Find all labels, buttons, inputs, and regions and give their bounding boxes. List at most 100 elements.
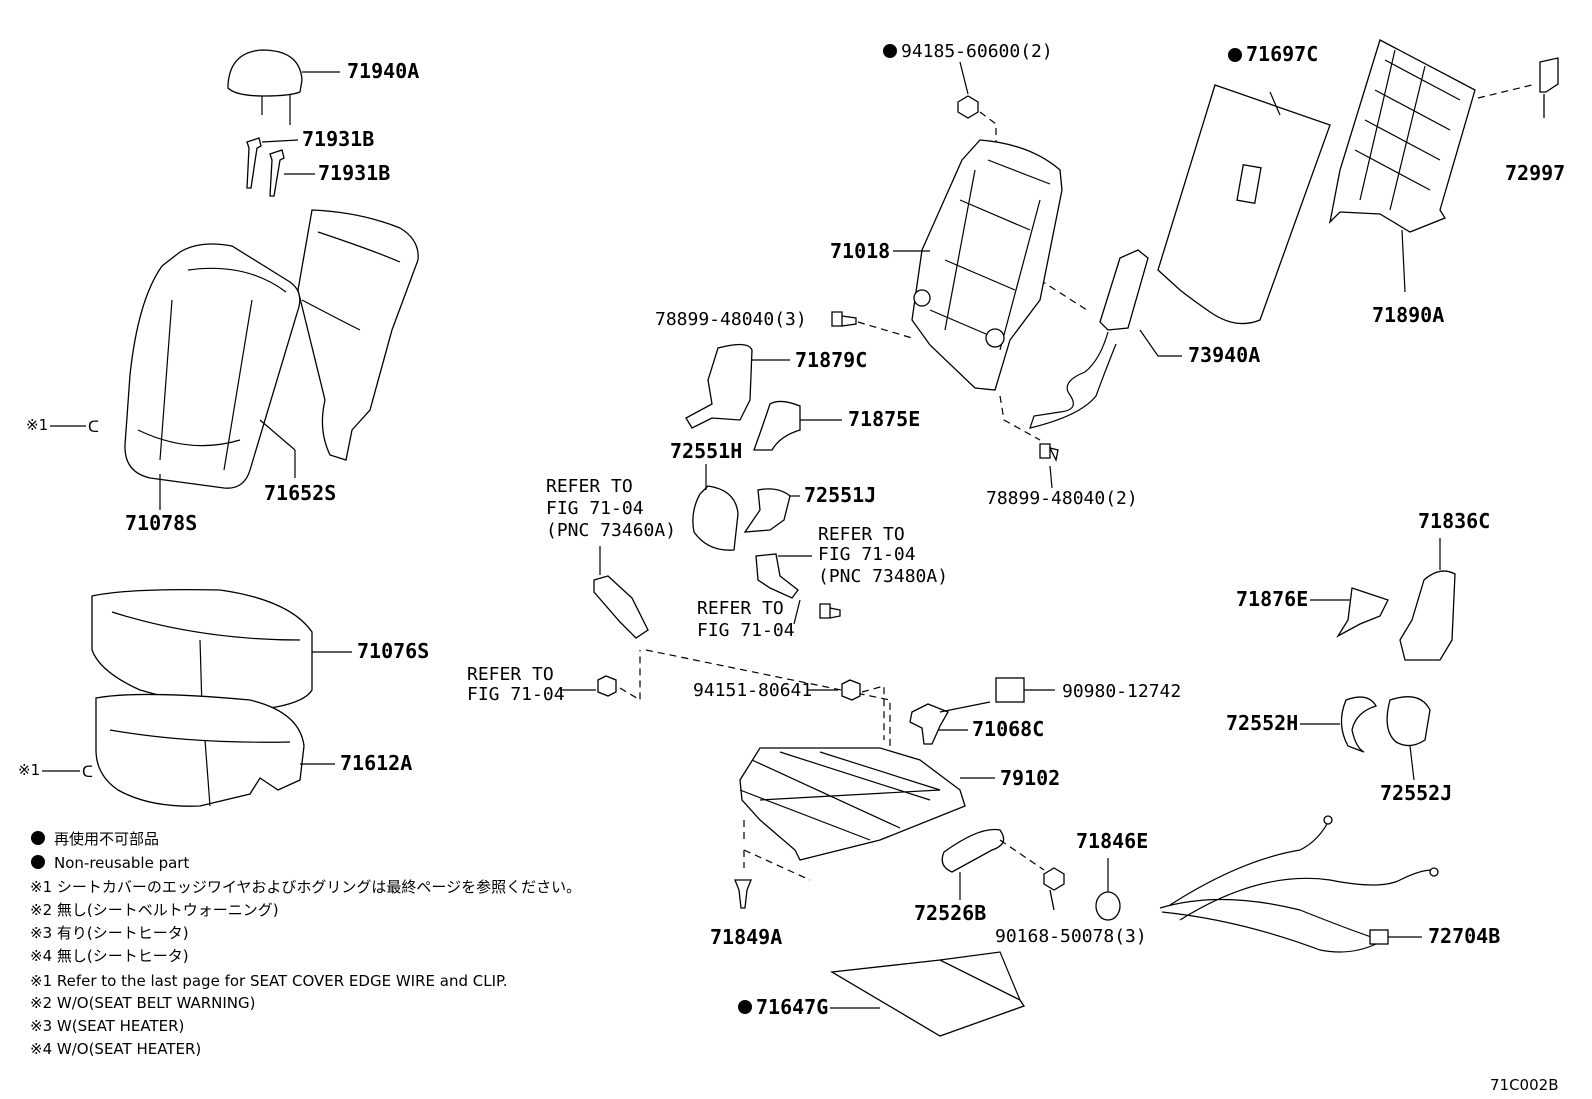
seatback-pad-drawing [259, 209, 419, 478]
part-label-71697C[interactable]: 71697C [1246, 42, 1318, 66]
part-label-79102[interactable]: 79102 [1000, 766, 1060, 790]
seat-cushion-pad-drawing [95, 693, 335, 807]
part-label-71076S[interactable]: 71076S [357, 639, 429, 663]
refer-note-1-line1[interactable]: REFER TO [546, 476, 633, 497]
clip-icon: ᑕ [82, 763, 93, 781]
part-label-71018[interactable]: 71018 [830, 239, 890, 263]
seat-belt-buckle-drawing [593, 575, 649, 639]
part-label-78899-48040-3[interactable]: 78899-48040(3) [655, 309, 807, 330]
seat-release-handle-drawing [1539, 57, 1559, 118]
part-label-90168-50078-3[interactable]: 90168-50078(3) [995, 926, 1147, 947]
part-label-71849A[interactable]: 71849A [710, 925, 782, 949]
refer-note-3-line1[interactable]: REFER TO [697, 598, 784, 619]
clip-drawing [734, 879, 752, 909]
back-board-drawing [1157, 84, 1331, 325]
seat-belt-buckle-2-drawing [755, 553, 799, 599]
seat-cushion-cover-drawing [91, 588, 352, 713]
part-label-90980-12742[interactable]: 90980-12742 [1062, 681, 1181, 702]
adjuster-handle-drawing [941, 828, 1005, 873]
bolt-drawing [831, 311, 857, 327]
refer-note-3-line2[interactable]: FIG 71-04 [697, 620, 795, 641]
headrest-drawing [227, 49, 340, 125]
part-label-71647G[interactable]: 71647G [756, 995, 828, 1019]
part-label-71836C[interactable]: 71836C [1418, 509, 1490, 533]
bolt-drawing [1039, 443, 1059, 462]
seatback-cover-drawing [124, 243, 301, 510]
nut-drawing [597, 675, 617, 697]
legend-non-reusable-ja: 再使用不可部品 [54, 830, 159, 848]
refer-note-4-line1[interactable]: REFER TO [467, 664, 554, 685]
non-reusable-dot-icon [31, 831, 45, 845]
part-label-71846E[interactable]: 71846E [1076, 829, 1148, 853]
note-marker-1-lower: ※1 [18, 761, 40, 779]
part-label-78899-48040-2[interactable]: 78899-48040(2) [986, 488, 1138, 509]
headrest-support-drawing [246, 137, 315, 197]
non-reusable-dot-icon [883, 44, 897, 58]
legend-note1-ja: ※1 シートカバーのエッジワイヤおよびホグリングは最終ページを参照ください。 [30, 878, 581, 896]
part-label-72551H[interactable]: 72551H [670, 439, 742, 463]
part-label-71875E[interactable]: 71875E [848, 407, 920, 431]
bolt-drawing [1043, 867, 1065, 911]
heater-harness-drawing [1029, 249, 1149, 429]
non-reusable-dot-icon [1228, 48, 1242, 62]
nut-drawing [841, 679, 861, 701]
non-reusable-dot-icon [31, 855, 45, 869]
part-label-73940A[interactable]: 73940A [1188, 343, 1260, 367]
release-cable-drawing [1159, 815, 1439, 953]
recliner-cover-inner-drawing [743, 488, 791, 533]
nut-drawing [957, 95, 979, 119]
side-cover-drawing [685, 343, 753, 429]
refer-note-2-line3[interactable]: (PNC 73480A) [818, 566, 948, 587]
part-label-71931B-lower[interactable]: 71931B [318, 161, 390, 185]
inner-cover-drawing [1340, 696, 1377, 753]
part-label-71931B-upper[interactable]: 71931B [302, 127, 374, 151]
note-marker-1-upper: ※1 [26, 416, 48, 434]
seatback-frame-drawing [911, 139, 1063, 391]
part-label-71879C[interactable]: 71879C [795, 348, 867, 372]
shield-bracket-drawing [1336, 587, 1389, 638]
diagram-code: 71C002B [1490, 1076, 1558, 1094]
non-reusable-dot-icon [738, 1000, 752, 1014]
connector-drawing [995, 677, 1025, 703]
part-label-71612A[interactable]: 71612A [340, 751, 412, 775]
clip-icon: ᑕ [88, 418, 99, 436]
outer-cover-drawing [1386, 696, 1431, 747]
refer-note-2-line1[interactable]: REFER TO [818, 524, 905, 545]
part-label-71068C[interactable]: 71068C [972, 717, 1044, 741]
seatback-panel-drawing [1328, 39, 1476, 233]
legend-non-reusable-en: Non-reusable part [54, 854, 189, 872]
part-label-72551J[interactable]: 72551J [804, 483, 876, 507]
side-cover-inner-drawing [753, 400, 801, 451]
recliner-cover-drawing [692, 485, 739, 551]
legend-note1-en: ※1 Refer to the last page for SEAT COVER… [30, 972, 507, 990]
part-label-71940A[interactable]: 71940A [347, 59, 419, 83]
refer-note-1-line3[interactable]: (PNC 73460A) [546, 520, 676, 541]
legend-note2-en: ※2 W/O(SEAT BELT WARNING) [30, 994, 255, 1012]
legend-note3-en: ※3 W(SEAT HEATER) [30, 1017, 184, 1035]
legend-note2-ja: ※2 無し(シートベルトウォーニング) [30, 901, 279, 919]
refer-note-2-line2[interactable]: FIG 71-04 [818, 544, 916, 565]
seat-adjuster-drawing [739, 747, 966, 861]
bolt-drawing [819, 603, 841, 619]
part-label-72552H[interactable]: 72552H [1226, 711, 1298, 735]
part-label-71876E[interactable]: 71876E [1236, 587, 1308, 611]
legend-note3-ja: ※3 有り(シートヒータ) [30, 924, 189, 942]
part-label-72552J[interactable]: 72552J [1380, 781, 1452, 805]
part-label-72526B[interactable]: 72526B [914, 901, 986, 925]
refer-note-1-line2[interactable]: FIG 71-04 [546, 498, 644, 519]
cap-drawing [1095, 891, 1121, 921]
refer-note-4-line2[interactable]: FIG 71-04 [467, 684, 565, 705]
part-label-71890A[interactable]: 71890A [1372, 303, 1444, 327]
seat-switch-drawing [909, 703, 949, 745]
part-label-71652S[interactable]: 71652S [264, 481, 336, 505]
part-label-94185-60600[interactable]: 94185-60600(2) [901, 41, 1053, 62]
insulator-pad-drawing [829, 959, 1026, 1037]
legend-note4-ja: ※4 無し(シートヒータ) [30, 947, 189, 965]
part-label-71078S[interactable]: 71078S [125, 511, 197, 535]
part-label-72704B[interactable]: 72704B [1428, 924, 1500, 948]
part-label-72997[interactable]: 72997 [1505, 161, 1565, 185]
part-label-94151-80641[interactable]: 94151-80641 [693, 680, 812, 701]
side-shield-drawing [1399, 570, 1456, 661]
